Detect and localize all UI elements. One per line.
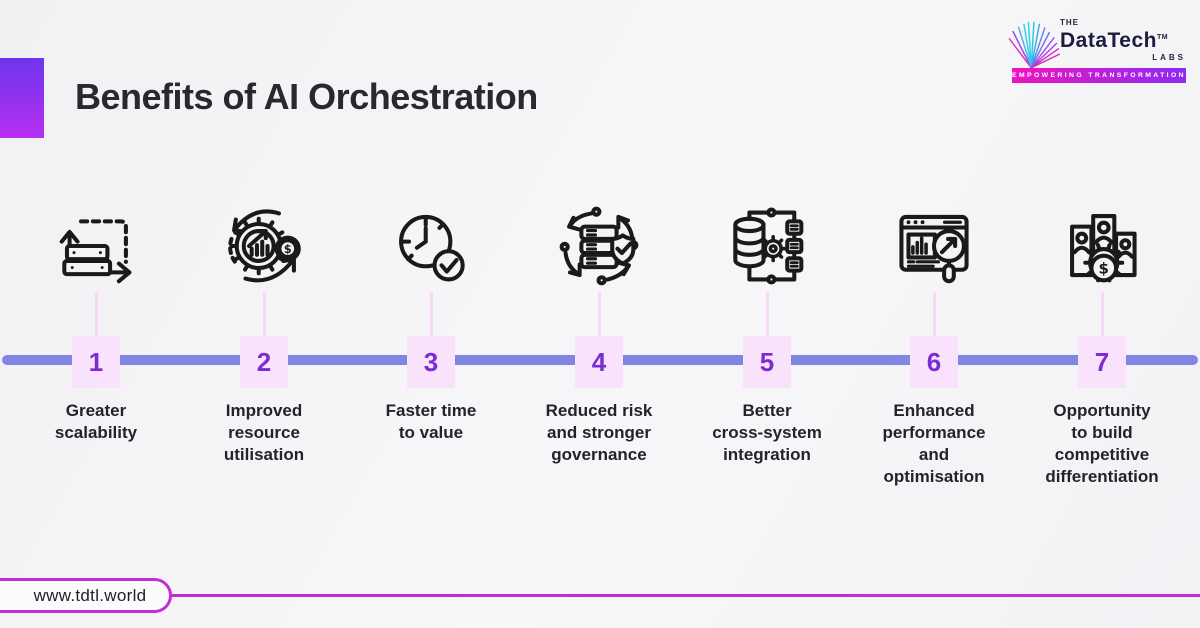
step-badge-5: 5 <box>743 336 791 388</box>
step-number: 7 <box>1094 346 1110 377</box>
step-number: 4 <box>591 346 607 377</box>
footer-accent-line <box>150 594 1200 597</box>
step-label: Enhanced performance and optimisation <box>882 401 986 486</box>
step-badge-3: 3 <box>407 336 455 388</box>
step-label: Opportunity to build competitive differe… <box>1045 401 1159 486</box>
step-number: 3 <box>423 346 439 377</box>
server-shield-check-icon <box>555 202 643 290</box>
connector-line <box>932 292 936 338</box>
logo-labs: LABS <box>1152 53 1186 62</box>
step-label: Better cross-system integration <box>712 401 822 464</box>
website-url[interactable]: www.tdtl.world <box>33 585 147 605</box>
website-url-pill[interactable]: www.tdtl.world <box>0 578 172 613</box>
svg-text:$: $ <box>1099 259 1109 277</box>
step-label: Faster time to value <box>385 401 477 442</box>
page-title: Benefits of AI Orchestration <box>75 76 538 117</box>
step-badge-6: 6 <box>910 336 958 388</box>
step-badge-2: 2 <box>240 336 288 388</box>
connector-line <box>597 292 601 338</box>
step-number: 2 <box>256 346 272 377</box>
step-number: 6 <box>926 346 942 377</box>
connector-line <box>765 292 769 338</box>
timeline-item-performance-optimisation: 6 Enhanced performance and optimisation <box>852 0 1016 520</box>
database-gear-network-icon <box>723 202 811 290</box>
connector-line <box>262 292 266 338</box>
logo-text: THE DataTechTM LABS <box>1060 18 1186 62</box>
timeline-item-greater-scalability: 1 Greater scalability <box>14 0 178 520</box>
step-label: Greater scalability <box>54 401 138 442</box>
dashboard-magnifier-icon <box>890 202 978 290</box>
logo-tagline-banner: EMPOWERING TRANSFORMATION <box>1012 68 1186 83</box>
timeline-item-competitive-differentiation: $ 7 Opportunity to build competitive dif… <box>1020 0 1184 520</box>
step-badge-1: 1 <box>72 336 120 388</box>
step-number: 5 <box>759 346 775 377</box>
timeline-item-reduced-risk-governance: 4 Reduced risk and stronger governance <box>517 0 681 520</box>
timeline-item-faster-time-to-value: 3 Faster time to value <box>349 0 513 520</box>
header-accent-square <box>0 58 44 138</box>
connector-line <box>1100 292 1104 338</box>
clock-check-icon <box>387 202 475 290</box>
company-logo: THE DataTechTM LABS EMPOWERING TRANSFORM… <box>1004 18 1186 86</box>
step-label: Reduced risk and stronger governance <box>545 401 653 464</box>
svg-text:$: $ <box>284 242 292 256</box>
logo-tagline: EMPOWERING TRANSFORMATION <box>1012 72 1186 79</box>
step-badge-4: 4 <box>575 336 623 388</box>
connector-line <box>94 292 98 338</box>
logo-name-text: DataTech <box>1060 29 1157 52</box>
step-label: Improved resource utilisation <box>223 401 305 464</box>
server-scalability-icon <box>52 202 140 290</box>
step-badge-7: 7 <box>1078 336 1126 388</box>
logo-name: DataTechTM <box>1060 27 1186 52</box>
logo-tm: TM <box>1156 34 1169 41</box>
gear-chart-dollar-icon: $ <box>220 202 308 290</box>
logo-the: THE <box>1060 18 1079 27</box>
timeline-item-improved-resource-utilisation: $ 2 Improved resource utilisation <box>182 0 346 520</box>
people-gear-dollar-icon: $ <box>1058 202 1146 290</box>
connector-line <box>429 292 433 338</box>
butterfly-wings-icon <box>1008 21 1061 69</box>
step-number: 1 <box>88 346 104 377</box>
timeline-item-cross-system-integration: 5 Better cross-system integration <box>685 0 849 520</box>
